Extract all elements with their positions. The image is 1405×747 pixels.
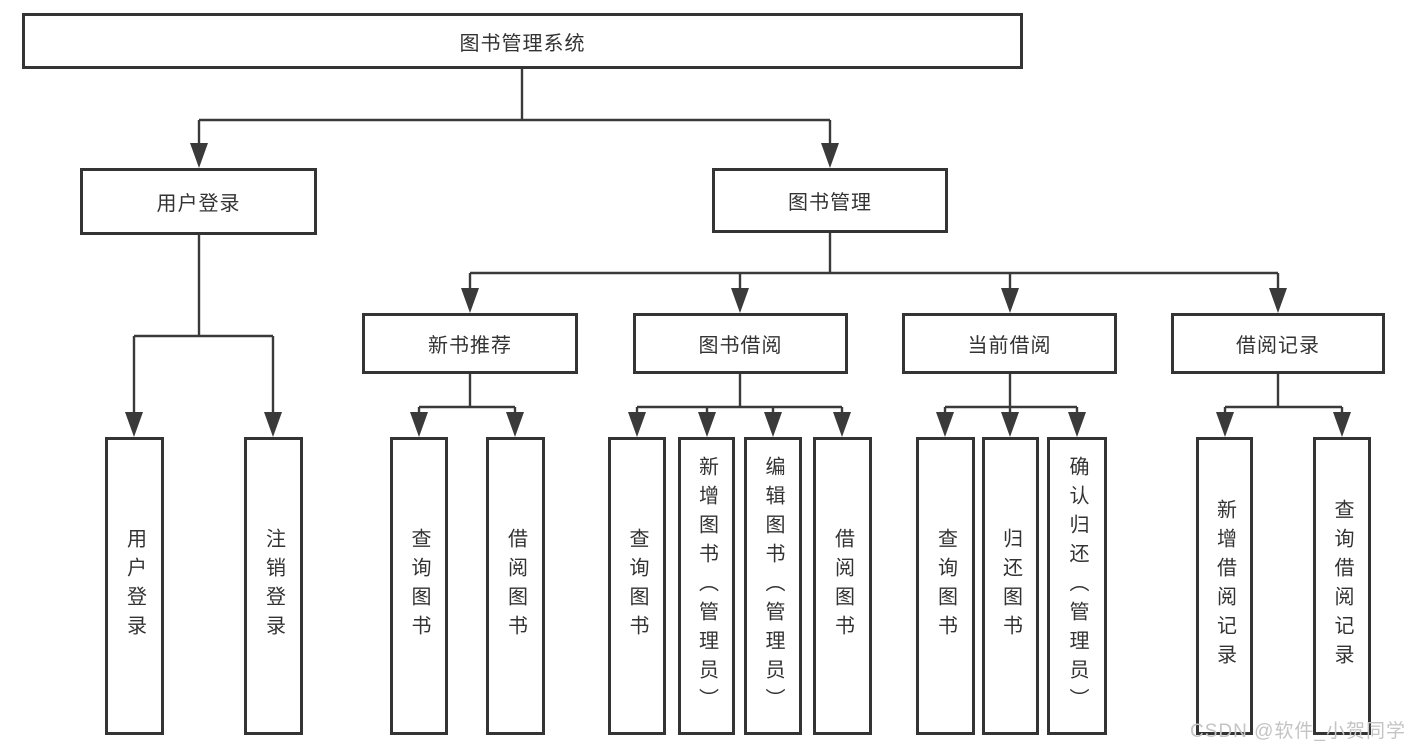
node-book-borrow-label: 图书借阅 xyxy=(698,335,783,357)
node-root: 图书管理系统 xyxy=(22,13,1023,69)
leaf-query-borrow-record-label: 查询借阅记录 xyxy=(1331,499,1353,673)
node-book-borrow: 图书借阅 xyxy=(633,313,848,374)
leaf-borrow-books-2: 借阅图书 xyxy=(813,437,872,735)
node-new-book-recommend: 新书推荐 xyxy=(362,313,578,374)
leaf-borrow-books-1: 借阅图书 xyxy=(486,437,545,735)
leaf-user-login-label: 用户登录 xyxy=(123,528,146,644)
node-root-label: 图书管理系统 xyxy=(459,32,586,55)
node-borrow-records: 借阅记录 xyxy=(1171,313,1385,374)
leaf-query-borrow-record: 查询借阅记录 xyxy=(1313,437,1371,735)
leaf-user-login: 用户登录 xyxy=(105,437,164,735)
leaf-query-books-3: 查询图书 xyxy=(916,437,975,735)
leaf-add-borrow-record: 新增借阅记录 xyxy=(1196,437,1253,735)
leaf-query-books-2-label: 查询图书 xyxy=(626,528,648,644)
node-current-borrow-label: 当前借阅 xyxy=(967,335,1052,357)
node-borrow-records-label: 借阅记录 xyxy=(1236,335,1320,357)
leaf-logout: 注销登录 xyxy=(244,437,303,735)
leaf-logout-label: 注销登录 xyxy=(262,528,285,644)
leaf-return-book-label: 归还图书 xyxy=(999,528,1022,644)
leaf-query-books-2: 查询图书 xyxy=(608,437,666,735)
leaf-confirm-return-admin: 确认归还（管理员） xyxy=(1047,437,1107,735)
node-book-management-label: 图书管理 xyxy=(788,192,872,214)
leaf-add-book-admin: 新增图书（管理员） xyxy=(678,437,735,735)
leaf-add-borrow-record-label: 新增借阅记录 xyxy=(1213,499,1236,673)
leaf-edit-book-admin: 编辑图书（管理员） xyxy=(744,437,802,735)
leaf-query-books-3-label: 查询图书 xyxy=(934,528,957,644)
leaf-return-book: 归还图书 xyxy=(982,437,1039,735)
watermark: CSDN @软件_小贺同学 xyxy=(1190,721,1405,742)
leaf-add-book-admin-label: 新增图书（管理员） xyxy=(695,455,718,717)
leaf-confirm-return-admin-label: 确认归还（管理员） xyxy=(1066,455,1088,717)
node-current-borrow: 当前借阅 xyxy=(902,313,1117,374)
node-new-book-recommend-label: 新书推荐 xyxy=(428,335,512,357)
leaf-edit-book-admin-label: 编辑图书（管理员） xyxy=(762,455,784,717)
node-user-login-label: 用户登录 xyxy=(156,193,241,215)
leaf-borrow-books-1-label: 借阅图书 xyxy=(504,528,527,644)
arrowheads xyxy=(125,143,1351,437)
node-user-login: 用户登录 xyxy=(80,168,317,235)
leaf-borrow-books-2-label: 借阅图书 xyxy=(831,528,854,644)
leaf-query-books-1: 查询图书 xyxy=(390,437,448,735)
node-book-management: 图书管理 xyxy=(712,168,948,233)
leaf-query-books-1-label: 查询图书 xyxy=(408,528,430,644)
